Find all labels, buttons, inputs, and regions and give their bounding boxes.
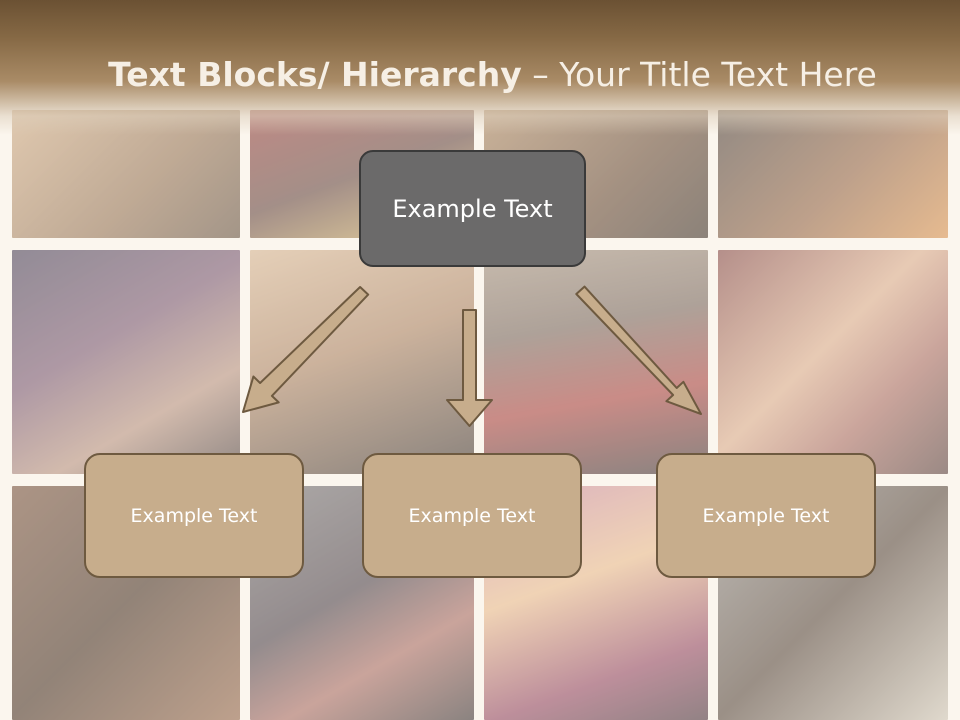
collage-photo <box>484 250 708 474</box>
hierarchy-child-box-1[interactable]: Example Text <box>84 453 304 578</box>
hierarchy-child-box-3[interactable]: Example Text <box>656 453 876 578</box>
arrow-left <box>242 286 370 413</box>
collage-photo <box>718 250 948 474</box>
title-rest: – Your Title Text Here <box>521 55 877 94</box>
title-bold: Text Blocks/ Hierarchy <box>108 55 522 94</box>
hierarchy-top-box[interactable]: Example Text <box>359 150 586 267</box>
collage-photo <box>12 250 240 474</box>
slide-title: Text Blocks/ Hierarchy – Your Title Text… <box>0 52 960 98</box>
hierarchy-child-box-2[interactable]: Example Text <box>362 453 582 578</box>
arrow-right <box>575 285 702 415</box>
title-band <box>0 0 960 135</box>
arrow-center <box>446 309 493 427</box>
